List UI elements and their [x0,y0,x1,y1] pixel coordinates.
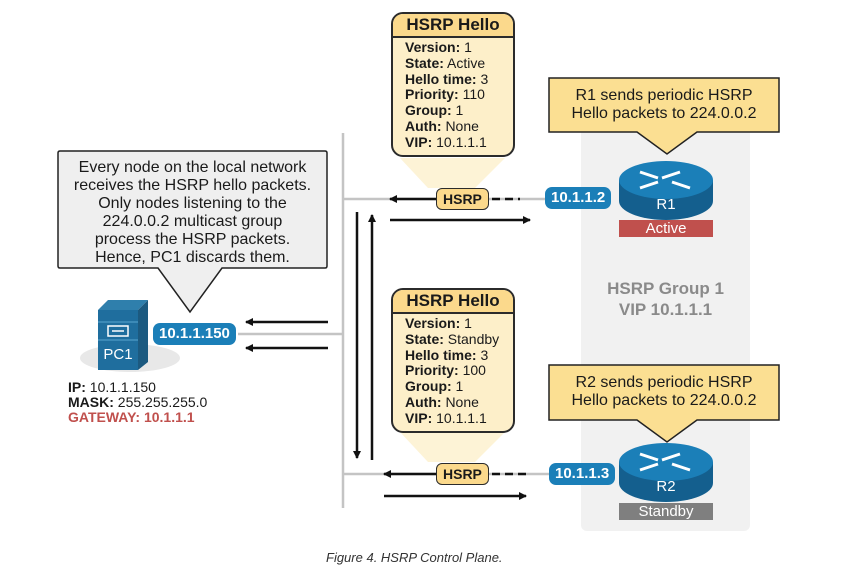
r1-name: R1 [656,196,676,213]
hello-field: Hello time: 3 [405,70,489,87]
hello-field: Auth: None [405,393,479,410]
hello-field: Hello time: 3 [405,346,489,363]
pc-callout-line: 224.0.0.2 multicast group [102,213,283,230]
hsrp-group-label: HSRP Group 1 VIP 10.1.1.1 [607,279,724,319]
r2-callout-text: R2 sends periodic HSRP Hello packets to … [571,374,757,409]
hello-field: Auth: None [405,117,479,134]
pc-callout-line: Every node on the local network [78,159,307,176]
pc1-info: IP: 10.1.1.150 MASK: 255.255.255.0 GATEW… [68,380,207,425]
figure-caption: Figure 4. HSRP Control Plane. [326,550,503,565]
pc1-gateway-row: GATEWAY: 10.1.1.1 [68,409,195,425]
pc1-icon [80,300,180,372]
r2-ip-badge: 10.1.1.3 [549,463,616,485]
hello-field: Priority: 100 [405,362,486,379]
pc-callout-line: Hence, PC1 discards them. [95,249,290,266]
hello-field: VIP: 10.1.1.1 [405,409,487,426]
r1-router-icon [619,161,713,220]
hello-field: VIP: 10.1.1.1 [405,133,487,150]
pc1-name: PC1 [103,346,133,363]
r2-callout-bubble [548,364,780,443]
pc1-mask-row: MASK: 255.255.255.0 [68,394,208,410]
hello-field: Group: 1 [405,378,464,395]
r2-router-icon [619,443,713,502]
pc-callout-line: Only nodes listening to the [98,195,287,212]
pc1-ip-badge: 10.1.1.150 [153,323,236,345]
hello-field: State: Active [405,54,486,71]
hello-r1-title: HSRP Hello [393,14,513,38]
r2-status-badge: Standby [619,503,713,520]
hello-field: Version: 1 [405,39,472,55]
hello-r2-fields: Version: 1 State: Standby Hello time: 3 … [393,314,513,431]
r1-callout-text: R1 sends periodic HSRP Hello packets to … [571,87,757,122]
pc-callout-bubble [57,150,328,314]
pc-callout-line: receives the HSRP hello packets. [73,177,312,194]
hsrp-packet-r2: HSRP [436,463,489,485]
hello-packet-r1: HSRP Hello Version: 1 State: Active Hell… [391,12,515,157]
hello-field: State: Standby [405,330,500,347]
hello-field: Priority: 110 [405,86,485,103]
hello-r2-title: HSRP Hello [393,290,513,314]
hello-packet-r2: HSRP Hello Version: 1 State: Standby Hel… [391,288,515,433]
hello-r1-beam [400,158,505,188]
pc1-ip-row: IP: 10.1.1.150 [68,379,156,395]
pc-callout-text: Every node on the local network receives… [58,159,327,267]
r1-status-badge: Active [619,220,713,237]
hello-r1-fields: Version: 1 State: Active Hello time: 3 P… [393,38,513,155]
hello-r2-beam [400,432,505,462]
hello-field: Group: 1 [405,102,464,119]
hello-field: Version: 1 [405,315,472,331]
pc-callout-line: process the HSRP packets. [94,231,291,248]
r2-name: R2 [656,478,676,495]
r1-callout-bubble [548,77,780,155]
r1-ip-badge: 10.1.1.2 [545,187,612,209]
hsrp-packet-r1: HSRP [436,188,489,210]
